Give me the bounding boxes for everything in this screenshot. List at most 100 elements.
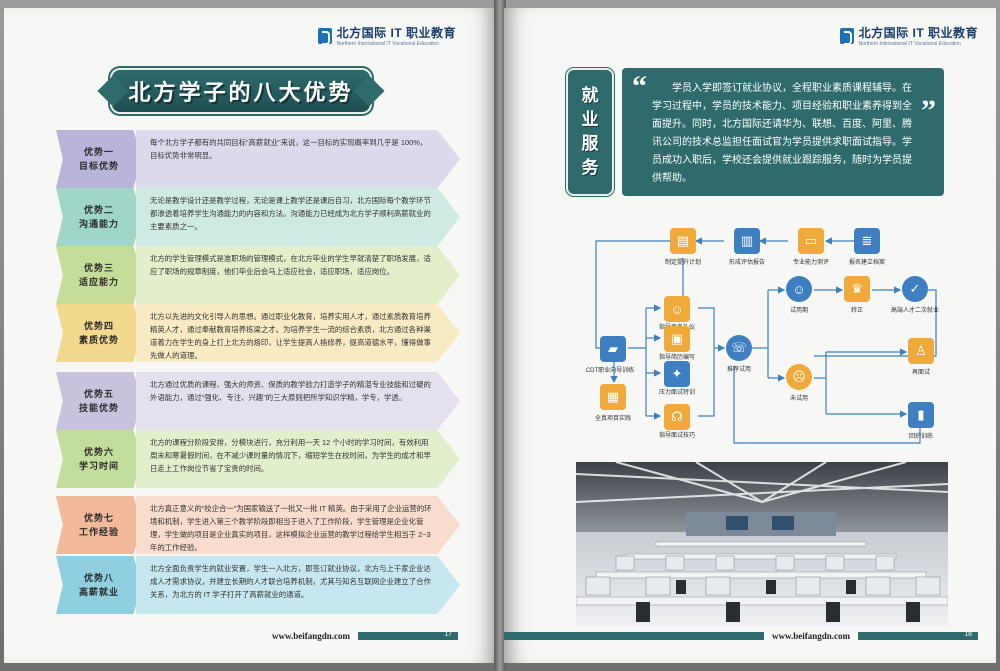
brand-name-en: Northern International IT Vocational Edu…	[336, 41, 439, 47]
advantage-box: 无论是教学设计还是教学过程，无论是课上教学还是课后自习，北方国际每个教学环节都渗…	[136, 188, 460, 246]
folder-icon: ▰	[600, 336, 626, 362]
advantage-text: 北方以先进的文化引导人的思想。通过职业化教育，培养实用人才，通过素质教育培养精英…	[150, 312, 431, 360]
footer-right: www.beifangdn.com 18	[504, 631, 979, 641]
employment-flowchart: ▤制定提升计划▥形成评估报告▭专业能力测评≣报名建立档案☺指导商务礼仪▣指导简历…	[586, 218, 956, 448]
phone-icon: ☏	[726, 335, 752, 361]
quote-text: 学员入学即签订就业协议，全程职业素质课程辅导。在学习过程中，学员的技术能力、项目…	[652, 83, 912, 184]
user-icon: ♙	[908, 338, 934, 364]
advantage-tag: 优势二沟通能力	[56, 188, 142, 246]
title-banner: 北方学子的八大优势	[112, 70, 370, 112]
classroom-photo	[576, 462, 948, 626]
advantage-tag: 优势六学习时间	[56, 430, 142, 488]
advantage-text: 北方全面负责学生的就业安置，学生一入北方，即签订就业协议，北方与上千家企业达成人…	[150, 564, 431, 599]
flow-node-label: 指导面试技巧	[658, 433, 695, 439]
brand-logo-icon	[317, 27, 332, 45]
advantage-row: 优势五技能优势北方通过优质的课程、强大的师资、保质的教学验力打造学子的精湛专业技…	[56, 372, 460, 430]
section-title-char: 服	[581, 134, 599, 153]
brand-header-left: 北方国际 IT 职业教育 Northern International IT V…	[317, 24, 456, 47]
footer-url: www.beifangdn.com	[272, 631, 351, 641]
brand-name-en: Northern International IT Vocational Edu…	[858, 41, 961, 47]
advantage-box: 北方的课程分阶段安排，分模块进行，充分利用一天 12 个小时的学习时间，有效利用…	[136, 430, 460, 488]
book-icon: ▥	[734, 228, 760, 254]
advantage-number: 优势一	[83, 147, 114, 157]
advantage-text: 北方通过优质的课程、强大的师资、保质的教学验力打造学子的精湛专业技能和过硬的外语…	[150, 380, 431, 402]
brand-name-cn: 北方国际 IT 职业教育	[858, 26, 978, 40]
quote-box: “ ” 学员入学即签订就业协议，全程职业素质课程辅导。在学习过程中，学员的技术能…	[622, 68, 944, 196]
advantage-box: 北方真正意义的“校企合一”为国家输送了一批又一批 IT 精英。由于采用了企业运营…	[136, 496, 460, 554]
section-title-vertical: 就 业 服 务	[568, 70, 612, 194]
advantage-row: 优势七工作经验 北方真正意义的“校企合一”为国家输送了一批又一批 IT 精英。由于…	[56, 496, 460, 554]
advantage-name: 学习时间	[78, 461, 119, 471]
sad-icon: ☹	[786, 364, 812, 390]
advantage-text: 北方的课程分阶段安排，分模块进行，充分利用一天 12 个小时的学习时间，有效利用…	[150, 438, 431, 473]
advantage-number: 优势八	[83, 573, 114, 583]
flow-node-label: CDT职业向导训练	[585, 368, 635, 374]
advantage-name: 目标优势	[78, 161, 119, 171]
advantage-number: 优势五	[83, 389, 114, 399]
flow-node-label: 未试用	[789, 396, 808, 402]
flow-node-label: 指导简历编写	[658, 355, 695, 361]
flow-connectors	[595, 237, 937, 444]
flow-node-label: 回炉训练	[908, 434, 933, 440]
crown-icon: ♛	[844, 276, 870, 302]
section-title-char: 务	[581, 158, 599, 177]
advantage-text: 北方的学生管理模式是准职场的管理模式，在北方毕业的学生早就清楚了职场发展，适应了…	[150, 254, 431, 276]
document-icon: ≣	[854, 228, 880, 254]
id-card-icon: ▣	[664, 326, 690, 352]
flow-node-label: 形成评估报告	[728, 260, 765, 266]
brand-name-cn: 北方国际 IT 职业教育	[336, 26, 456, 40]
advantage-number: 优势六	[83, 447, 114, 457]
monitor-icon: ▭	[798, 228, 824, 254]
advantage-text: 无论是教学设计还是教学过程，无论是课上教学还是课后自习，北方国际每个教学环节都渗…	[150, 196, 431, 231]
advantage-number: 优势四	[83, 321, 114, 331]
section-title-char: 就	[581, 86, 599, 105]
advantage-row: 优势二沟通能力无论是教学设计还是教学过程，无论是课上教学还是课后自习，北方国际每…	[56, 188, 460, 246]
compass-icon: ✦	[664, 361, 690, 387]
advantage-name: 沟通能力	[78, 219, 119, 229]
page-title: 北方学子的八大优势	[128, 80, 354, 105]
advantage-row: 优势三适应能力北方的学生管理模式是准职场的管理模式，在北方毕业的学生早就清楚了职…	[56, 246, 460, 304]
advantage-box: 北方以先进的文化引导人的思想。通过职业化教育，培养实用人才，通过素质教育培养精英…	[136, 304, 460, 362]
flow-node-label: 高端人才二次就业	[890, 308, 939, 314]
open-quote-icon: “	[632, 70, 647, 103]
advantage-tag: 优势五技能优势	[56, 372, 142, 430]
footer-bar: 18	[858, 631, 979, 640]
advantage-number: 优势七	[83, 513, 114, 523]
brand-header-right: 北方国际 IT 职业教育 Northern International IT V…	[839, 24, 978, 47]
flow-node-label: 专业能力测评	[792, 260, 829, 266]
advantage-tag: 优势三适应能力	[56, 246, 142, 304]
page-number: 18	[964, 631, 973, 638]
flow-node-label: 再面试	[911, 370, 930, 376]
page-number: 17	[444, 631, 453, 638]
advantage-name: 素质优势	[78, 335, 119, 345]
advantage-row: 优势六学习时间北方的课程分阶段安排，分模块进行，充分利用一天 12 个小时的学习…	[56, 430, 460, 488]
classroom-illustration	[576, 462, 948, 626]
advantage-number: 优势二	[83, 205, 114, 215]
advantage-box: 北方全面负责学生的就业安置，学生一入北方，即签订就业协议，北方与上千家企业达成人…	[136, 556, 460, 614]
section-title-char: 业	[581, 110, 599, 129]
flow-node-label: 试用期	[789, 308, 808, 314]
advantage-name: 适应能力	[78, 277, 119, 287]
advantage-text: 北方真正意义的“校企合一”为国家输送了一批又一批 IT 精英。由于采用了企业运营…	[150, 504, 432, 552]
advantage-tag: 优势一目标优势	[56, 130, 142, 188]
advantage-box: 每个北方学子都有的共同目标“高薪就业”来说，这一目标的实现概率到几乎是 100%…	[136, 130, 460, 188]
smile-icon: ☺	[786, 276, 812, 302]
advantage-text: 每个北方学子都有的共同目标“高薪就业”来说，这一目标的实现概率到几乎是 100%…	[150, 138, 428, 160]
badge-icon: ✓	[902, 276, 928, 302]
flow-node-label: 全真项目实践	[594, 416, 631, 422]
brand-logo-icon	[839, 27, 854, 45]
advantage-number: 优势三	[83, 263, 114, 273]
right-page: 北方国际 IT 职业教育 Northern International IT V…	[504, 8, 996, 663]
calendar-icon: ▦	[600, 384, 626, 410]
advantage-tag: 优势八高薪就业	[56, 556, 142, 614]
footer-bar	[504, 632, 764, 640]
advantage-name: 工作经验	[78, 527, 119, 537]
person-icon: ☺	[664, 296, 690, 322]
advantage-name: 技能优势	[78, 403, 119, 413]
headset-icon: ☊	[664, 404, 690, 430]
flow-node-label: 压力面试特训	[658, 390, 695, 396]
footer-bar: 17	[358, 631, 459, 640]
flow-node-label: 推荐试用	[726, 367, 751, 373]
flow-node-label: 报名建立档案	[848, 260, 885, 266]
